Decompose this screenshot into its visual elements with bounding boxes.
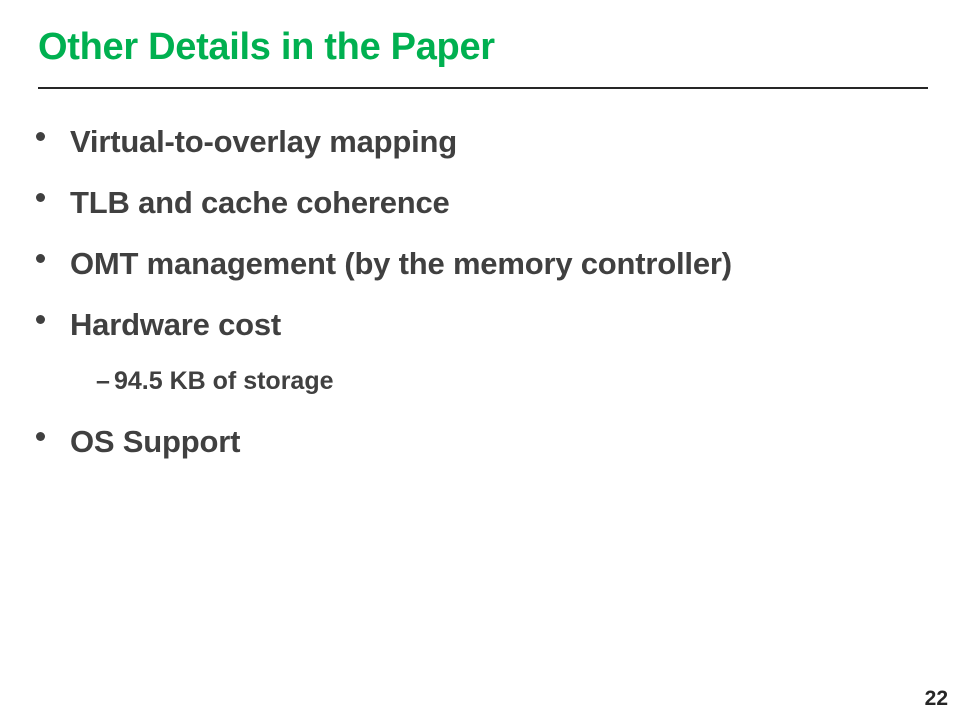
slide-title: Other Details in the Paper	[38, 26, 495, 68]
bullet-dot-icon	[36, 132, 45, 141]
title-divider	[38, 87, 928, 89]
page-number: 22	[924, 687, 948, 710]
bullet-text: TLB and cache coherence	[70, 185, 450, 220]
bullet-item: Virtual-to-overlay mapping	[36, 120, 916, 181]
bullet-list: Virtual-to-overlay mapping TLB and cache…	[36, 120, 916, 481]
bullet-text: Virtual-to-overlay mapping	[70, 124, 457, 159]
sub-bullet-text: 94.5 KB of storage	[114, 367, 334, 395]
bullet-dot-icon	[36, 254, 45, 263]
bullet-text: OMT management (by the memory controller…	[70, 246, 732, 281]
bullet-text: OS Support	[70, 424, 241, 459]
bullet-dot-icon	[36, 315, 45, 324]
bullet-item: Hardware cost	[36, 303, 916, 364]
bullet-item: OS Support	[36, 420, 916, 481]
sub-bullet-item: – 94.5 KB of storage	[36, 364, 916, 420]
bullet-item: OMT management (by the memory controller…	[36, 242, 916, 303]
bullet-dot-icon	[36, 193, 45, 202]
dash-marker: –	[96, 367, 110, 395]
bullet-text: Hardware cost	[70, 307, 282, 342]
bullet-dot-icon	[36, 432, 45, 441]
bullet-item: TLB and cache coherence	[36, 181, 916, 242]
